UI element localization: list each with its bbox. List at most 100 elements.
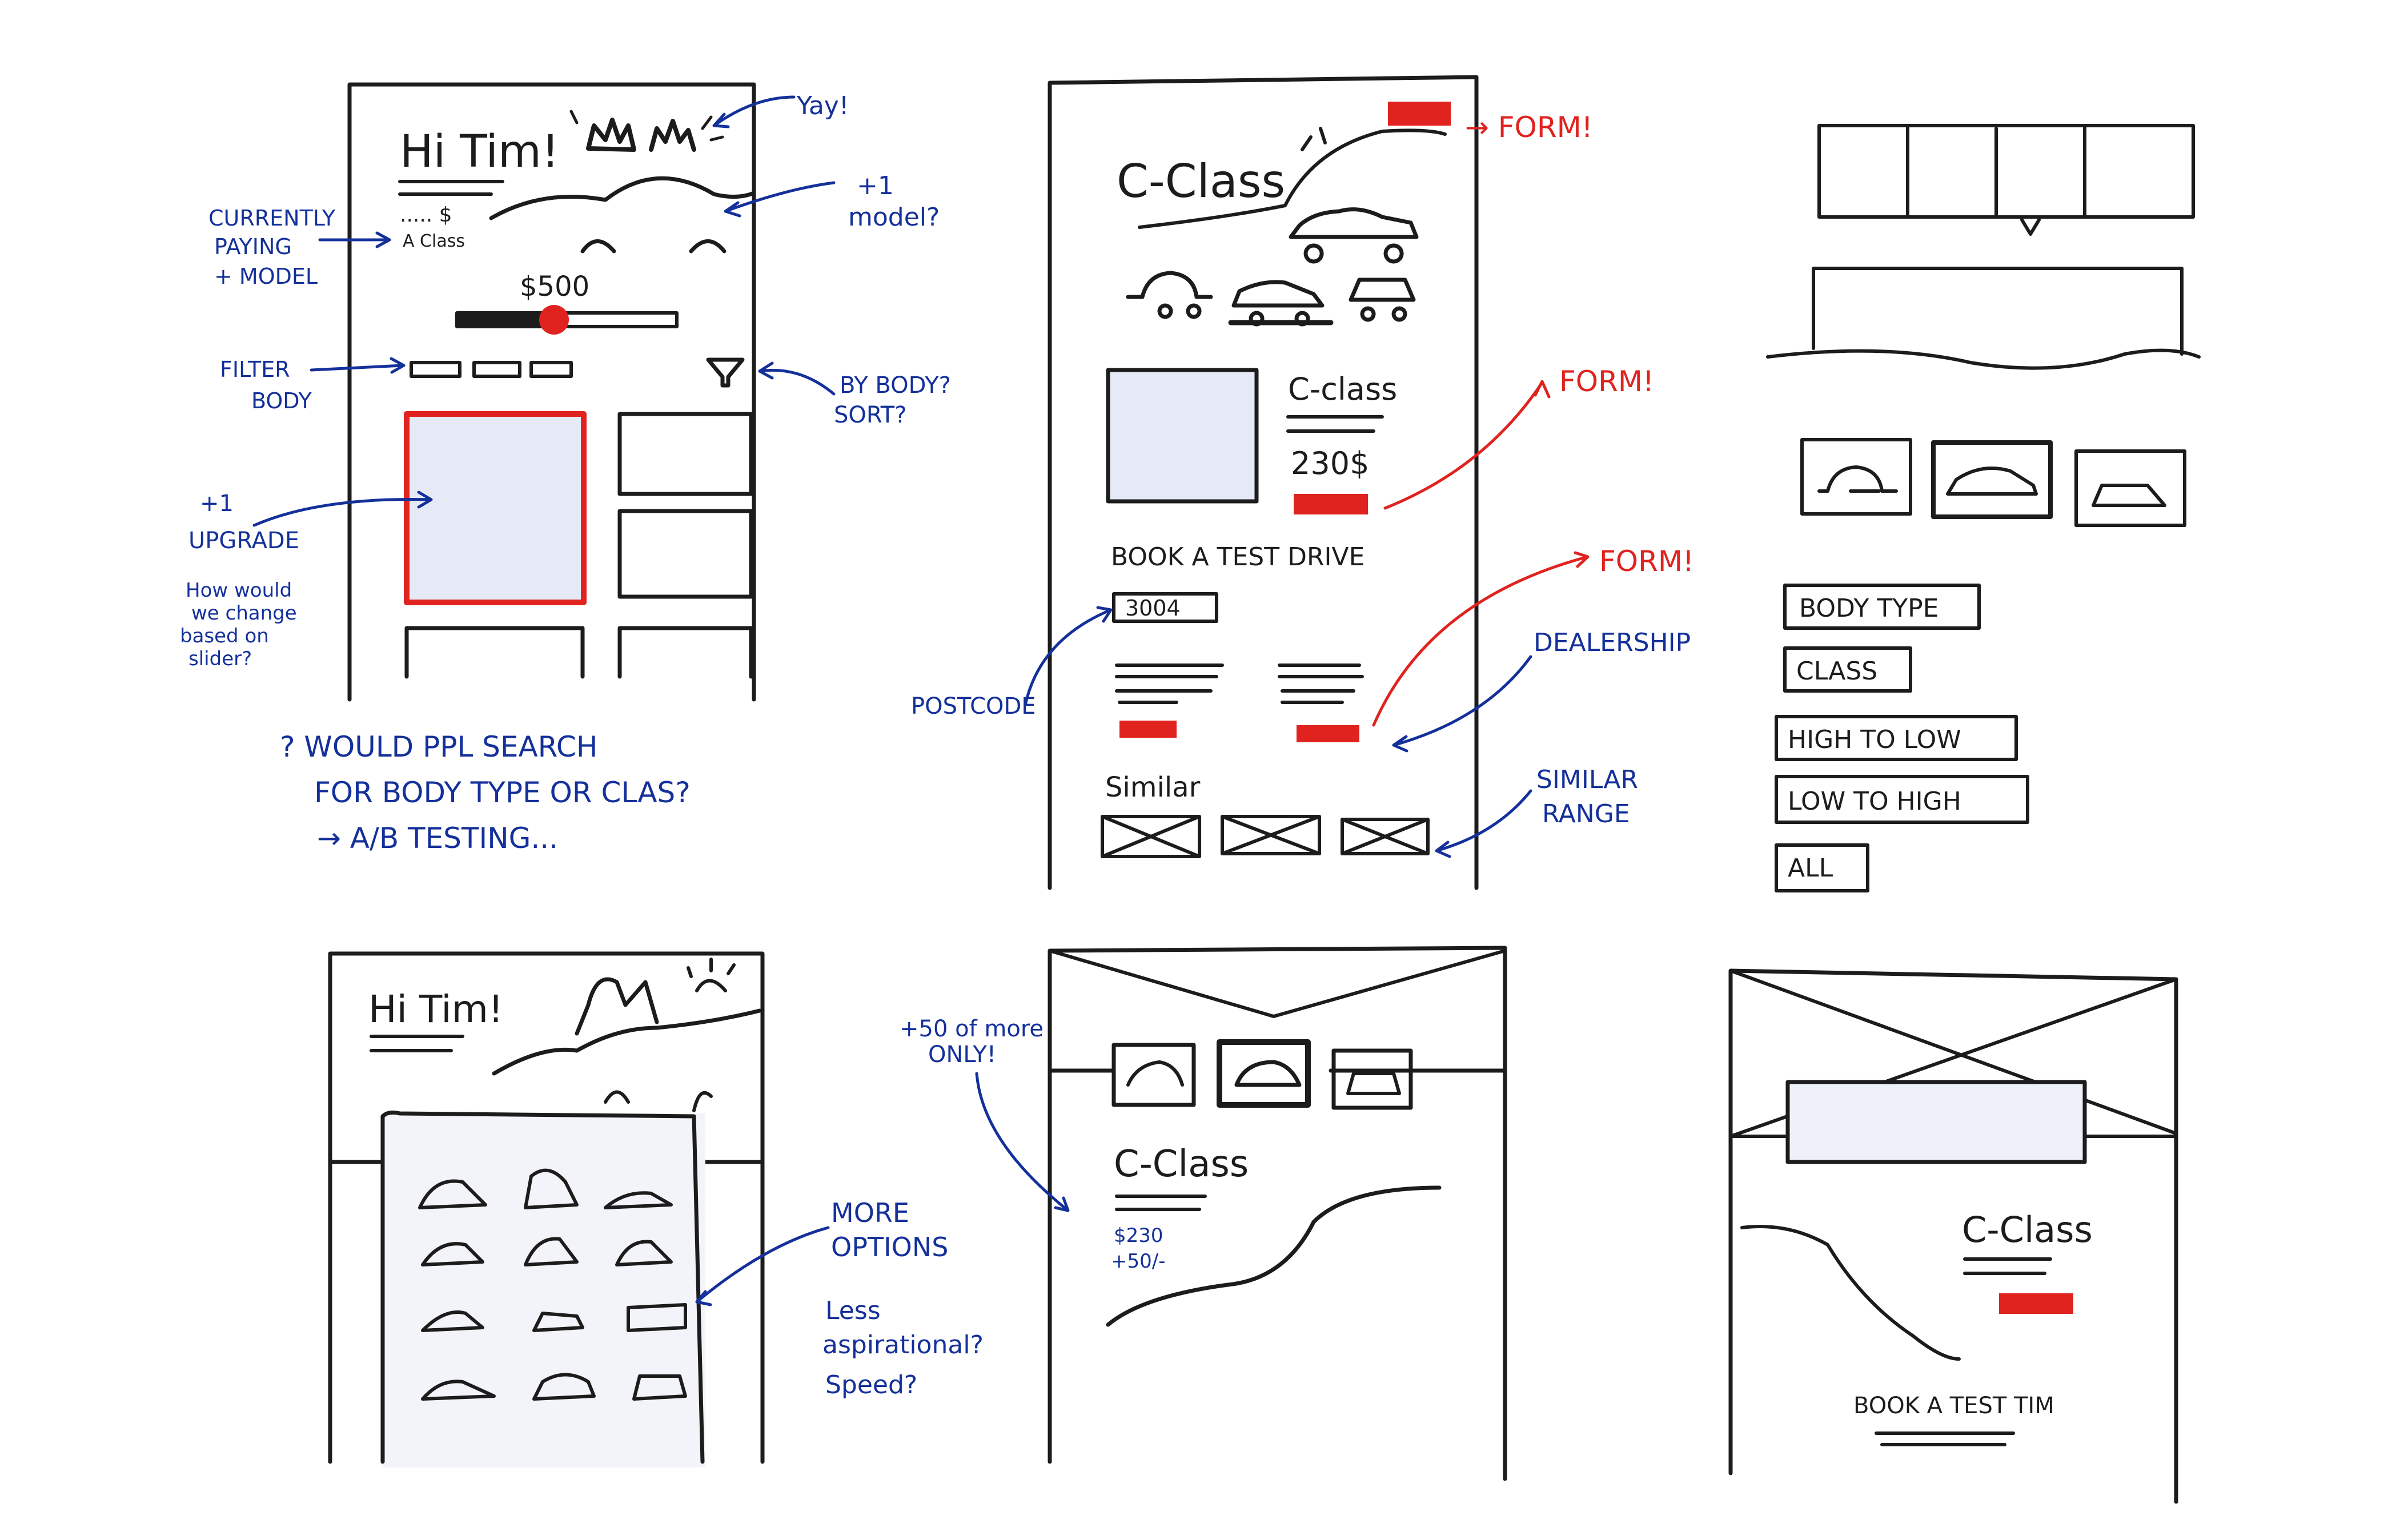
arrow <box>1372 551 1590 727</box>
car-icon[interactable] <box>632 1374 687 1401</box>
body-tab-selected[interactable] <box>1217 1039 1311 1108</box>
current-model: A Class <box>403 231 465 251</box>
upgrade-card[interactable] <box>404 411 587 605</box>
hero-card <box>1785 1080 2087 1164</box>
arrow <box>695 1226 830 1306</box>
suv-icon <box>2092 484 2166 507</box>
price-slider[interactable] <box>455 305 679 335</box>
title-lines <box>1963 1257 2052 1275</box>
body-option-selected[interactable] <box>1931 440 2053 519</box>
dealer-cta[interactable] <box>1119 721 1177 738</box>
hero-hill <box>489 176 756 220</box>
similar-image-placeholder[interactable] <box>1341 818 1430 855</box>
car-icon[interactable] <box>421 1242 484 1266</box>
hatchback-icon[interactable] <box>1126 271 1213 319</box>
hero-hill <box>1138 127 1447 229</box>
content-panel <box>1812 267 2184 356</box>
car-card[interactable] <box>617 509 753 599</box>
car-icon[interactable] <box>421 1310 484 1332</box>
car-icon[interactable] <box>421 1380 496 1401</box>
suv-icon[interactable] <box>1349 278 1416 322</box>
hero-curve <box>1106 1185 1442 1327</box>
similar-image-placeholder[interactable] <box>1101 815 1201 858</box>
body-option[interactable] <box>2074 449 2186 527</box>
question-line-1: ? WOULD PPL SEARCH <box>280 730 597 763</box>
hatchback-icon <box>1126 1060 1184 1087</box>
similar-range <box>1101 815 1430 858</box>
body-tab[interactable] <box>1331 1048 1413 1110</box>
card-text-lines <box>1286 415 1384 433</box>
sedan-icon[interactable] <box>1231 280 1325 327</box>
funnel-icon[interactable] <box>706 357 745 388</box>
wheel-bumps <box>604 1090 713 1112</box>
car-card[interactable] <box>617 412 753 496</box>
filter-chip[interactable] <box>529 361 573 378</box>
car-icon[interactable] <box>524 1168 579 1209</box>
arrow <box>1024 606 1113 707</box>
greeting-underline <box>398 180 504 196</box>
dealer-text-lines <box>1278 663 1364 704</box>
phone-frame <box>1048 946 1507 1481</box>
high-to-low-button[interactable] <box>1775 715 2018 761</box>
all-button[interactable] <box>1775 843 1869 892</box>
tab-strip <box>1817 124 2195 219</box>
body-type-tabs <box>1111 1039 1413 1110</box>
price-text: $230 <box>1114 1224 1163 1247</box>
option-sheet <box>380 1110 705 1464</box>
filter-chip[interactable] <box>472 361 521 378</box>
test-drive-underline <box>1875 1431 2015 1446</box>
card-cta[interactable] <box>1294 494 1368 514</box>
note-dealership: DEALERSHIP <box>1534 628 1691 657</box>
car-icon[interactable] <box>627 1303 687 1332</box>
arrow <box>758 361 836 396</box>
note-speed: Speed? <box>825 1370 917 1400</box>
note-by-body: BY BODY? <box>840 372 951 399</box>
note-sort: SORT? <box>834 402 906 428</box>
test-drive-heading: BOOK A TEST DRIVE <box>1111 542 1364 572</box>
body-tab[interactable] <box>1111 1043 1196 1107</box>
car-icon[interactable] <box>604 1191 673 1209</box>
car-icon[interactable] <box>615 1240 673 1266</box>
note-yay: Yay! <box>796 91 849 120</box>
note-filter: FILTER <box>220 357 290 382</box>
body-type-button[interactable] <box>1783 584 1981 630</box>
note-postcode: POSTCODE <box>911 693 1036 719</box>
note-less: Less <box>825 1296 881 1325</box>
sheet-fill <box>383 1113 705 1467</box>
note-only: ONLY! <box>928 1042 996 1068</box>
similar-image-placeholder[interactable] <box>1221 815 1321 855</box>
sedan-icon <box>1946 467 2038 496</box>
similar-heading: Similar <box>1105 771 1201 803</box>
car-icon[interactable] <box>524 1237 579 1266</box>
car-icon[interactable] <box>532 1373 596 1401</box>
greeting-text: Hi Tim! <box>400 126 559 178</box>
note-form: → FORM! <box>1465 111 1593 144</box>
question-line-2: FOR BODY TYPE OR CLAS? <box>314 776 691 809</box>
cta-badge[interactable] <box>1388 102 1451 126</box>
sketch-home: Hi Tim! ..... $ A Class $500 CURRENTLY P… <box>180 82 951 855</box>
phone-frame <box>1048 75 1479 890</box>
slider-knob[interactable] <box>539 305 569 335</box>
body-option[interactable] <box>1800 438 1912 516</box>
low-to-high-button[interactable] <box>1775 775 2029 824</box>
body-type-selector <box>1800 438 2186 527</box>
body-filter-chips <box>410 361 573 378</box>
sun-icon <box>687 958 736 992</box>
note-slider: slider? <box>188 648 252 670</box>
note-plus-model: + MODEL <box>214 264 318 289</box>
car-icon[interactable] <box>532 1312 584 1332</box>
car-icon[interactable] <box>418 1179 487 1209</box>
note-options: OPTIONS <box>831 1232 948 1262</box>
filter-chip[interactable] <box>410 361 461 378</box>
class-button[interactable] <box>1783 646 1912 693</box>
sketch-model-detail: → FORM! C-Class C-class 230$ FORM! BOOK … <box>911 75 1694 890</box>
dealer-cta[interactable] <box>1297 725 1359 742</box>
postcode-input[interactable] <box>1112 592 1218 623</box>
ghost-icon <box>575 977 659 1036</box>
crown-icon <box>586 118 696 152</box>
arrow <box>318 231 391 248</box>
title-lines <box>1115 1195 1207 1211</box>
cta-badge[interactable] <box>1999 1293 2073 1314</box>
postcode-value: 3004 <box>1125 596 1181 621</box>
